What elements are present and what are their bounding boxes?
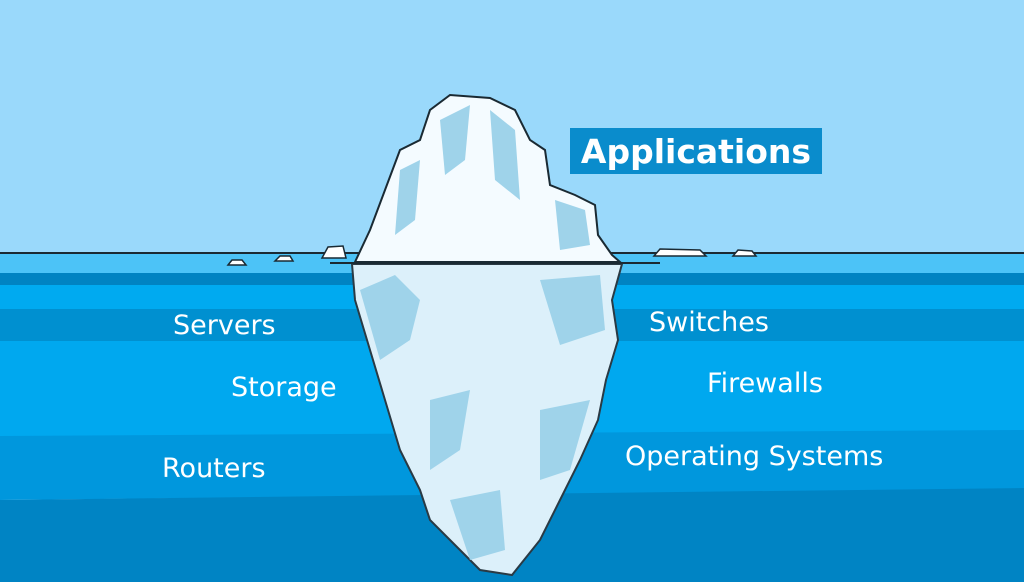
applications-label: Applications: [570, 128, 822, 174]
ice-chunk: [273, 255, 295, 262]
routers-label: Routers: [162, 453, 266, 484]
storage-label: Storage: [231, 372, 337, 403]
servers-label: Servers: [173, 310, 276, 341]
ice-shadow: [360, 275, 605, 560]
ice-chunk: [226, 259, 248, 266]
iceberg-tip: [353, 93, 623, 263]
switches-label: Switches: [649, 307, 769, 338]
ice-chunk: [652, 248, 708, 257]
iceberg-underwater: [350, 263, 624, 577]
ice-shadow: [395, 105, 590, 250]
operating-systems-label: Operating Systems: [625, 441, 884, 472]
firewalls-label: Firewalls: [707, 368, 823, 399]
ice-chunk: [320, 245, 347, 259]
ice-chunk: [731, 249, 758, 257]
